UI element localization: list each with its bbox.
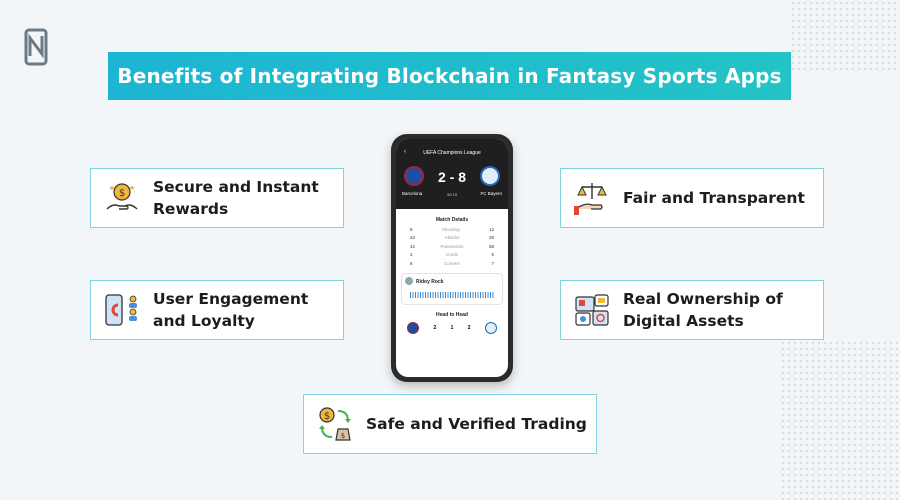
benefit-label: Safe and Verified Trading bbox=[366, 415, 587, 433]
benefit-label: Fair and Transparent bbox=[623, 189, 805, 207]
stat-row: 8 Shooting 12 bbox=[396, 227, 508, 232]
stat-label: Shooting bbox=[441, 226, 460, 232]
away-team-name: FC Bayern bbox=[480, 191, 502, 196]
stat-away: 58 bbox=[488, 243, 494, 249]
h2h-home-wins: 2 bbox=[433, 324, 437, 331]
stat-away: 5 bbox=[491, 252, 494, 257]
phone-mockup: ‹ UEFA Champions League 2 - 8 Barcelona … bbox=[391, 134, 513, 382]
stat-away: 7 bbox=[491, 260, 494, 266]
head-to-head-row: 2 1 2 bbox=[396, 321, 508, 334]
barcelona-crest-icon bbox=[407, 321, 420, 334]
audio-commentary-player[interactable]: Ridoy Rock bbox=[401, 272, 503, 305]
stat-label: Attacks bbox=[444, 235, 460, 240]
stat-row: 2 Cards 5 bbox=[396, 252, 508, 257]
stat-label: Cards bbox=[445, 252, 458, 257]
stat-label: Corners bbox=[443, 260, 460, 266]
h2h-draws: 1 bbox=[450, 324, 454, 331]
stat-row: 22 Attacks 29 bbox=[396, 235, 508, 240]
scale-hand-icon bbox=[574, 183, 607, 215]
benefit-label: Secure and Instant Rewards bbox=[153, 178, 319, 218]
stat-row: 8 Corners 7 bbox=[396, 261, 508, 266]
stat-home: 22 bbox=[410, 235, 416, 240]
audio-waveform bbox=[410, 291, 494, 298]
benefit-card-secure-rewards: $ Secure and Instant Rewards bbox=[90, 168, 344, 228]
benefit-card-user-engagement: User Engagement and Loyalty bbox=[90, 280, 344, 340]
decorative-dots-top bbox=[790, 0, 900, 70]
money-bag-hand-icon: $ bbox=[106, 183, 138, 210]
benefit-card-safe-trading: $ $ Safe and Verified Trading bbox=[303, 394, 597, 454]
benefit-card-fair-transparent: Fair and Transparent bbox=[560, 168, 824, 228]
back-arrow-icon: ‹ bbox=[404, 149, 406, 155]
phone-screen: ‹ UEFA Champions League 2 - 8 Barcelona … bbox=[396, 139, 508, 377]
avatar bbox=[405, 276, 413, 285]
stat-home: 2 bbox=[410, 252, 413, 257]
stat-home: 8 bbox=[410, 260, 413, 266]
decorative-dots-bottom bbox=[780, 340, 900, 500]
h2h-away-wins: 2 bbox=[467, 324, 471, 331]
stat-row: 42 Possession 58 bbox=[396, 244, 508, 249]
stat-away: 12 bbox=[488, 226, 494, 232]
digital-assets-icon bbox=[575, 294, 609, 326]
svg-text:$: $ bbox=[119, 188, 125, 199]
stat-home: 42 bbox=[410, 243, 416, 249]
stat-home: 8 bbox=[410, 226, 413, 232]
phone-magnet-users-icon bbox=[105, 294, 137, 326]
bayern-crest-icon bbox=[480, 166, 500, 186]
coin-exchange-icon: $ $ bbox=[319, 407, 351, 441]
barcelona-crest-icon bbox=[404, 166, 424, 186]
stat-label: Possession bbox=[440, 243, 464, 249]
match-score: 2 - 8 bbox=[437, 169, 466, 185]
commentator-name: Ridoy Rock bbox=[416, 278, 444, 285]
home-team-name: Barcelona bbox=[402, 191, 423, 196]
benefit-label: Real Ownership of Digital Assets bbox=[623, 290, 783, 330]
stat-away: 29 bbox=[488, 235, 494, 240]
page-title: Benefits of Integrating Blockchain in Fa… bbox=[117, 64, 782, 88]
benefit-card-real-ownership: Real Ownership of Digital Assets bbox=[560, 280, 824, 340]
benefit-label: User Engagement and Loyalty bbox=[153, 290, 309, 330]
svg-text:$: $ bbox=[341, 432, 345, 440]
title-banner: Benefits of Integrating Blockchain in Fa… bbox=[108, 52, 791, 100]
bayern-crest-icon bbox=[484, 321, 497, 334]
svg-text:$: $ bbox=[324, 411, 330, 422]
match-time: 90:15 bbox=[446, 192, 457, 197]
brand-logo-icon bbox=[24, 28, 48, 66]
match-header: ‹ UEFA Champions League 2 - 8 Barcelona … bbox=[396, 139, 508, 209]
league-name: UEFA Champions League bbox=[423, 150, 481, 156]
head-to-head-title: Head to Head bbox=[436, 311, 468, 318]
match-details-title: Match Details bbox=[435, 217, 469, 223]
